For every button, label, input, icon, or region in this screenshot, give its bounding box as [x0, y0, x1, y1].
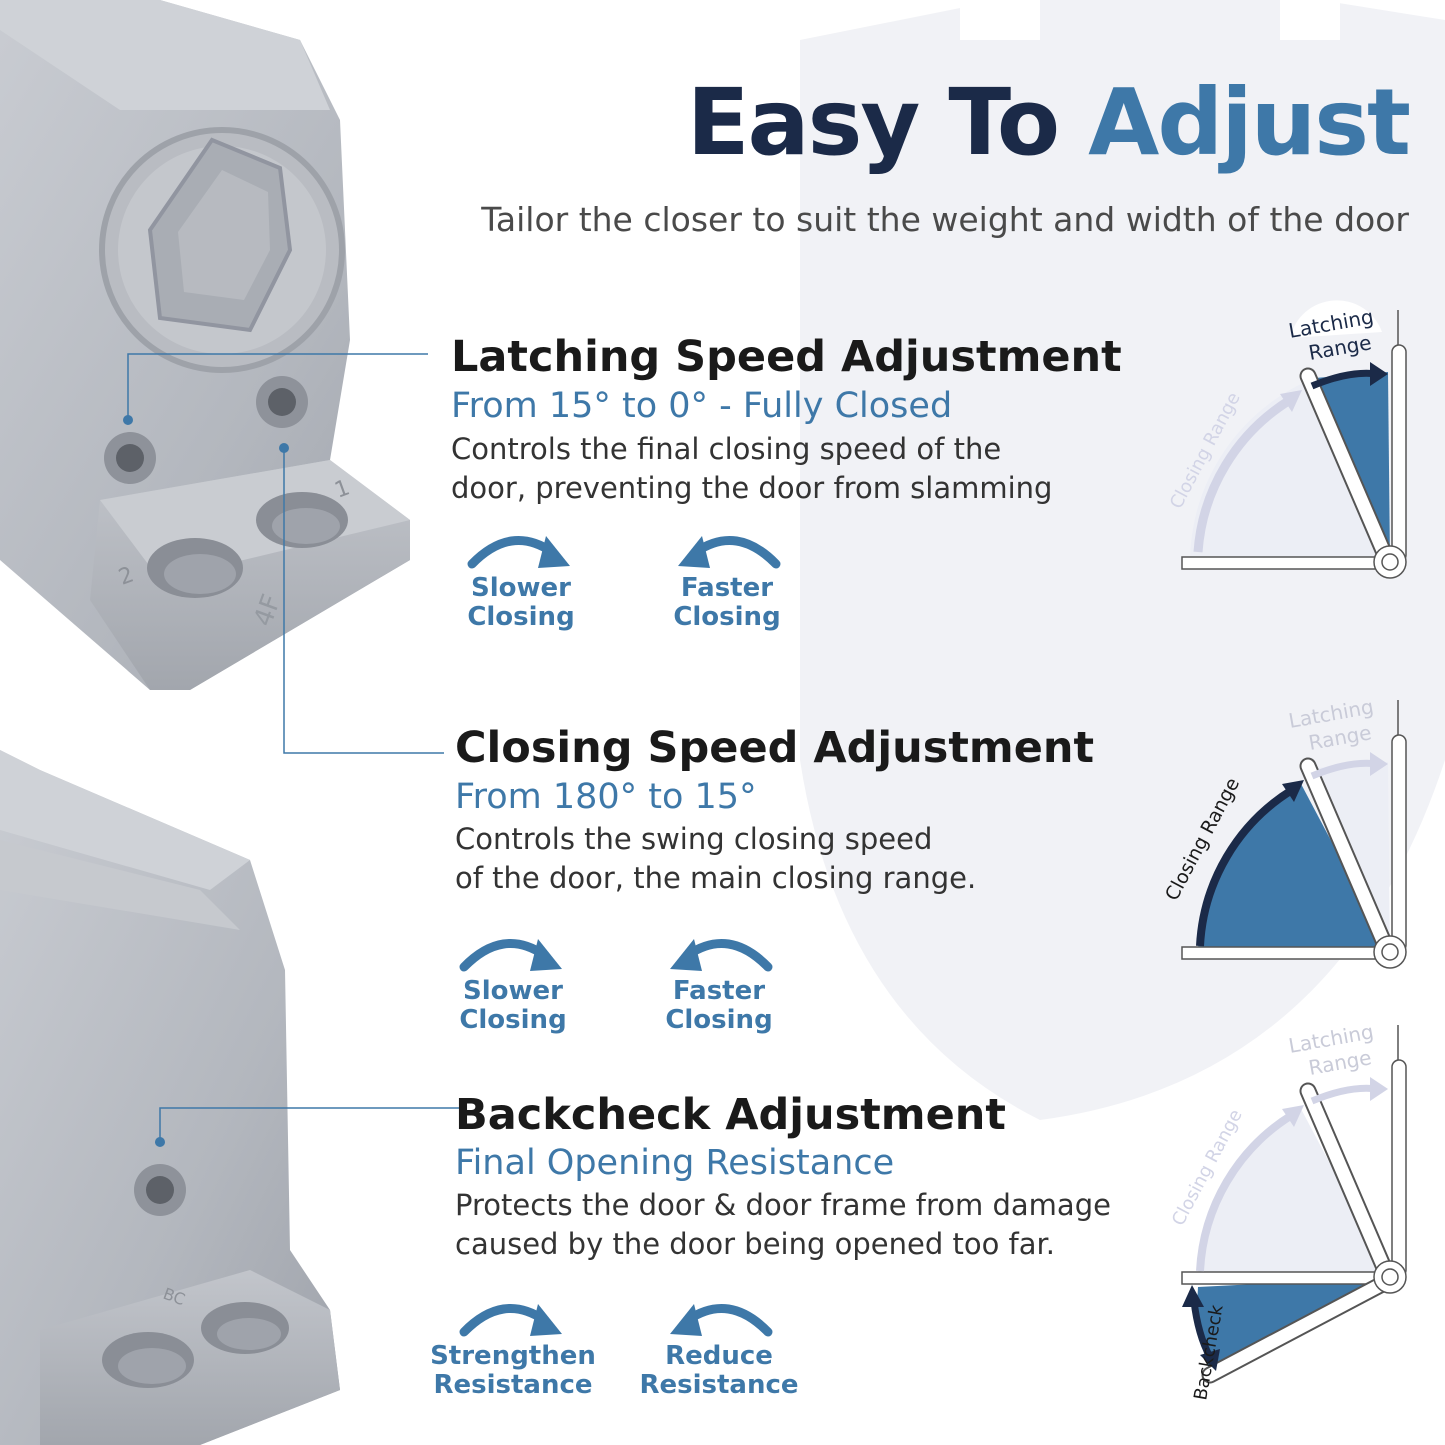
latching-section-title: Latching Speed Adjustment: [451, 332, 1122, 382]
counterclockwise-arrow-icon: [678, 535, 781, 569]
latching-desc-line1: Controls the final closing speed of the: [451, 432, 1002, 466]
door-closer-bottom-image: BC: [0, 750, 340, 1445]
closing-section-title: Closing Speed Adjustment: [455, 723, 1095, 773]
backcheck-desc-line1: Protects the door & door frame from dama…: [455, 1188, 1111, 1222]
counterclockwise-arrow-icon: [670, 938, 773, 972]
page-subtitle: Tailor the closer to suit the weight and…: [481, 200, 1409, 239]
latching-section-description: Controls the final closing speed of the …: [451, 430, 1052, 508]
closing-desc-line1: Controls the swing closing speed: [455, 822, 933, 856]
clockwise-arrow-icon: [459, 938, 562, 972]
backcheck-diagram: Latching Range Closing Range Backcheck: [1168, 1019, 1407, 1402]
backcheck-section-subtitle: Final Opening Resistance: [455, 1143, 895, 1183]
latching-desc-line2: door, preventing the door from slamming: [451, 471, 1053, 505]
title-part-adjust: Adjust: [1088, 69, 1411, 176]
door-closer-top-image: 2 1 4F: [0, 0, 410, 690]
counterclockwise-arrow-icon: [670, 1303, 773, 1337]
closing-range-diagram: Latching Range Closing Range: [1161, 694, 1407, 969]
page-title: Easy To Adjust: [686, 69, 1411, 176]
backcheck-desc-line2: caused by the door being opened too far.: [455, 1227, 1055, 1261]
closing-section-description: Controls the swing closing speed of the …: [455, 820, 976, 898]
clockwise-arrow-icon: [459, 1303, 562, 1337]
clockwise-arrow-icon: [467, 535, 570, 569]
closing-section-subtitle: From 180° to 15°: [455, 777, 757, 817]
latching-range-diagram: Latching Range Closing Range: [1166, 300, 1407, 579]
backcheck-section-description: Protects the door & door frame from dama…: [455, 1186, 1111, 1264]
latching-section-subtitle: From 15° to 0° - Fully Closed: [451, 386, 953, 426]
title-part-easy-to: Easy To: [686, 69, 1060, 176]
closing-desc-line2: of the door, the main closing range.: [455, 861, 977, 895]
backcheck-section-title: Backcheck Adjustment: [455, 1090, 1006, 1140]
